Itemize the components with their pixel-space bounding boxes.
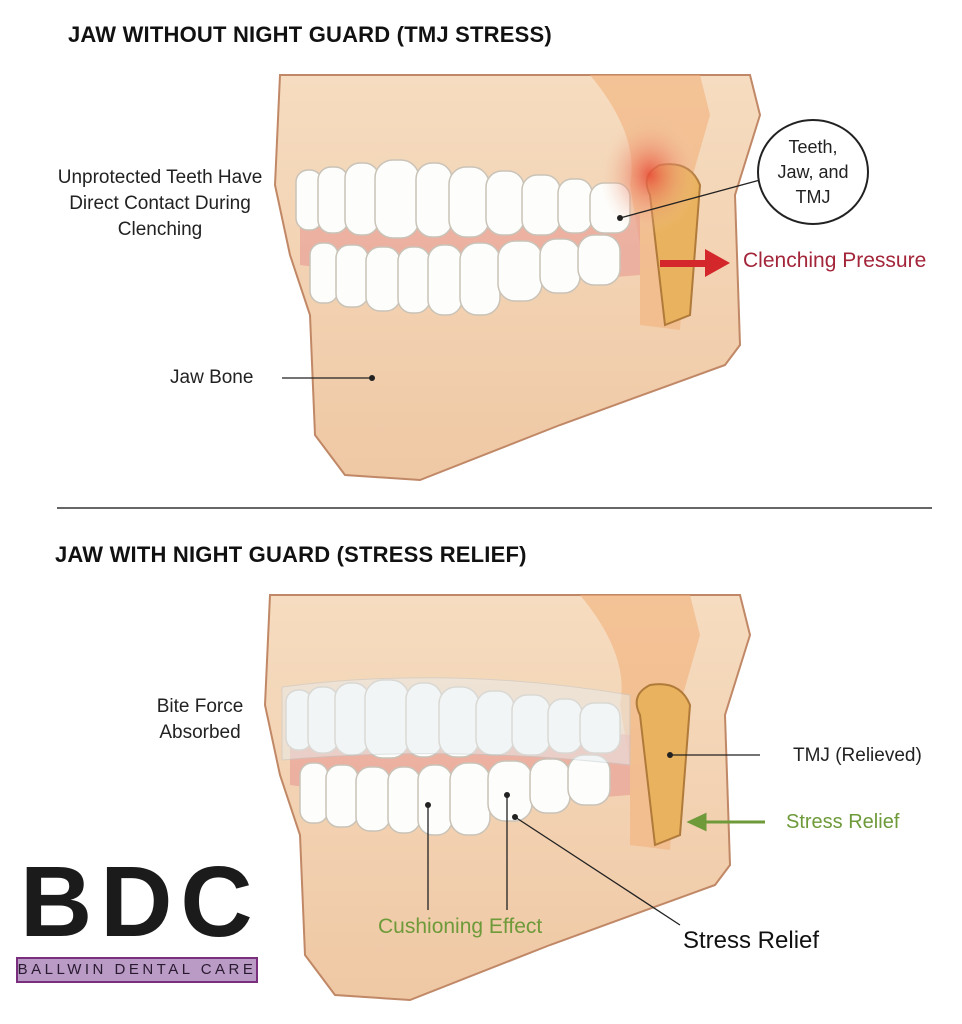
label-stress-relief-arrow: Stress Relief: [786, 811, 900, 833]
logo-bar: [16, 957, 258, 983]
label-unprotected-teeth: Unprotected Teeth Have Direct Contact Du…: [57, 167, 263, 240]
label-teeth-jaw-tmj: Teeth, Jaw, and TMJ: [777, 137, 849, 207]
bottom-title: JAW WITH NIGHT GUARD (STRESS RELIEF): [55, 542, 527, 567]
label-bite-force: Bite Force Absorbed: [156, 696, 244, 743]
callout-bubble: [757, 119, 869, 225]
label-stress-relief: Stress Relief: [683, 927, 820, 954]
jaw-illustration-top: [274, 74, 869, 481]
logo-name: BALLWIN DENTAL CARE: [17, 961, 257, 978]
relief-arrow-icon: [686, 812, 765, 832]
night-guard: [281, 677, 631, 766]
pressure-arrow-icon: [660, 249, 730, 277]
label-clenching-pressure: Clenching Pressure: [743, 249, 927, 272]
jaw-illustration-bottom: [264, 594, 765, 1001]
label-jaw-bone: Jaw Bone: [170, 367, 254, 388]
label-cushioning-effect: Cushioning Effect: [378, 915, 543, 938]
logo-letters: BDC: [20, 846, 261, 958]
top-title: JAW WITHOUT NIGHT GUARD (TMJ STRESS): [68, 22, 552, 47]
label-tmj-relieved: TMJ (Relieved): [793, 745, 922, 766]
